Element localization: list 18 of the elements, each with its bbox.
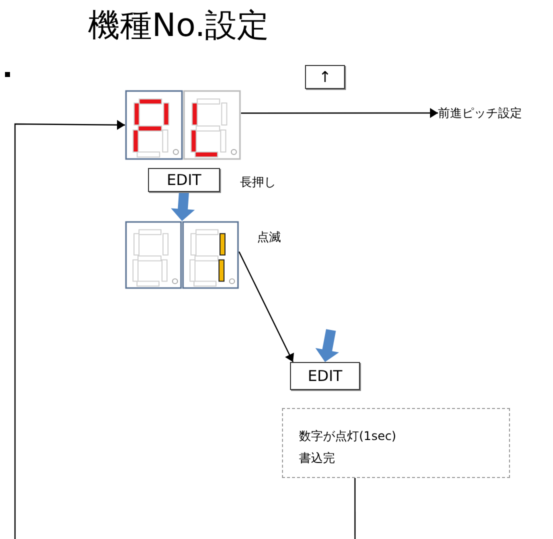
arrow	[241, 108, 438, 118]
block-arrow	[170, 192, 195, 221]
arrow	[14, 120, 125, 539]
title: 機種No.設定	[88, 5, 270, 46]
note-text: 書込完	[299, 450, 336, 467]
connector-line	[354, 478, 356, 539]
edit-key: EDIT	[148, 168, 220, 192]
caption-text: 長押し	[240, 174, 276, 191]
up-key: ↑	[305, 65, 345, 89]
seven-segment-display	[125, 221, 239, 289]
note-box	[282, 408, 510, 478]
note-text: 数字が点灯(1sec)	[299, 428, 398, 445]
destination-label: 前進ピッチ設定	[438, 104, 538, 122]
block-arrow	[315, 329, 339, 362]
seven-segment-display	[125, 90, 241, 160]
edit-key: EDIT	[290, 362, 360, 390]
arrow	[238, 251, 294, 362]
caption-text: 点滅	[257, 229, 281, 246]
